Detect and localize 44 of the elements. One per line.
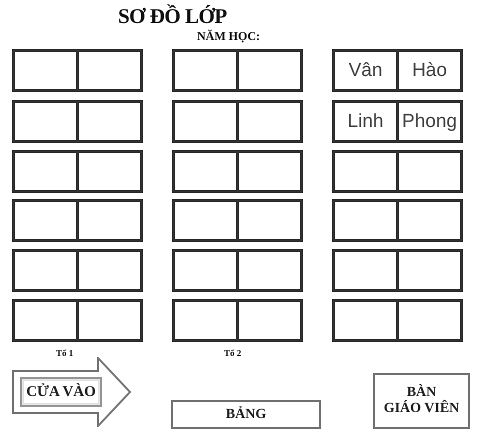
group-label: Tổ 2 (224, 349, 242, 358)
desk-seat (396, 150, 463, 193)
desk-seat (396, 199, 463, 242)
door-label: CỬA VÀO (20, 377, 102, 407)
desk-seat (76, 299, 143, 342)
desk-seat: Vân (332, 49, 399, 92)
desk-seat (12, 49, 79, 92)
title: SƠ ĐỒ LỚP (118, 6, 227, 27)
desk-seat: Linh (332, 100, 399, 143)
desk-seat (12, 249, 79, 292)
desk-seat (332, 249, 399, 292)
desk-seat (76, 199, 143, 242)
desk-seat (236, 150, 303, 193)
teacher-desk: BÀN GIÁO VIÊN (373, 373, 470, 429)
desk-seat: Phong (396, 100, 463, 143)
desk-seat (172, 49, 239, 92)
desk-seat (12, 100, 79, 143)
desk-seat (12, 150, 79, 193)
desk-seat (12, 299, 79, 342)
desk-seat (12, 199, 79, 242)
desk-seat (172, 199, 239, 242)
desk-seat (76, 249, 143, 292)
desk-seat (172, 299, 239, 342)
desk-seat (396, 249, 463, 292)
group-label: Tổ 1 (56, 349, 74, 358)
desk-seat (76, 49, 143, 92)
desk-seat (172, 150, 239, 193)
entrance-sign (12, 357, 132, 427)
desk-seat (332, 150, 399, 193)
desk-seat (76, 150, 143, 193)
desk-seat: Hào (396, 49, 463, 92)
year-label: NĂM HỌC: (197, 30, 260, 42)
desk-seat (236, 199, 303, 242)
desk-seat (332, 199, 399, 242)
desk-seat (76, 100, 143, 143)
desk-seat (396, 299, 463, 342)
desk-seat (332, 299, 399, 342)
desk-seat (236, 100, 303, 143)
desk-seat (236, 249, 303, 292)
desk-seat (236, 49, 303, 92)
blackboard: BẢNG (171, 400, 321, 429)
desk-seat (236, 299, 303, 342)
desk-seat (172, 249, 239, 292)
desk-seat (172, 100, 239, 143)
